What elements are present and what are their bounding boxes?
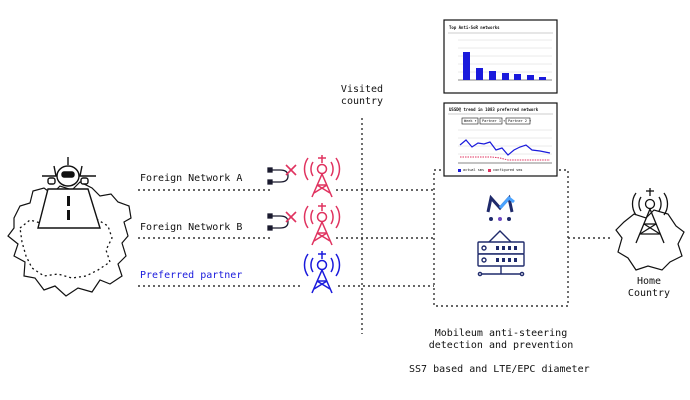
- preferred-partner-label: Preferred partner: [140, 270, 243, 281]
- legend-actual: actual sms: [463, 168, 485, 172]
- bottom-panel-btn-1: Week ▾: [464, 119, 477, 123]
- blocked-cable-icon-b: [267, 211, 297, 231]
- cell-tower-icon-b: [303, 203, 341, 246]
- home-cell-tower-icon: [631, 188, 669, 244]
- mobileum-line1: Mobileum anti-steering: [434, 328, 568, 339]
- bottom-panel-btn-2: Partner 1 ▾: [482, 119, 506, 123]
- cell-tower-icon-preferred: [303, 251, 341, 294]
- top-anti-sor-panel: [443, 19, 558, 94]
- ussd-trend-panel: [443, 102, 558, 177]
- home-country-label: Home Country: [619, 276, 679, 300]
- runway-icon: [37, 188, 101, 229]
- home-country-map: [615, 209, 685, 271]
- blocked-cable-icon-a: [267, 164, 297, 185]
- network-b-label: Foreign Network B: [140, 222, 243, 233]
- visited-country-label: Visited country: [330, 84, 394, 108]
- bottom-panel-btn-3: Partner 2 ▾: [508, 119, 532, 123]
- visited-country-line1: Visited: [340, 84, 384, 95]
- home-country-line2: Country: [627, 288, 671, 299]
- mobileum-line2: detection and prevention: [428, 340, 574, 351]
- legend-configured: configured sms: [493, 168, 523, 172]
- network-a-label: Foreign Network A: [140, 173, 243, 184]
- visited-country-map: [7, 181, 132, 297]
- cell-tower-icon-a: [303, 155, 341, 198]
- protocols-label: SS7 based and LTE/EPC diameter: [409, 364, 590, 375]
- bottom-panel-title: USSD@ trend in 1083 preferred network: [449, 107, 539, 112]
- airplane-icon: [42, 157, 96, 187]
- mobileum-box: [433, 169, 569, 307]
- server-icon: [477, 230, 525, 277]
- mobileum-logo-icon: [486, 194, 515, 221]
- home-country-line1: Home: [636, 276, 662, 287]
- visited-country-line2: country: [340, 96, 384, 107]
- mobileum-label: Mobileum anti-steering detection and pre…: [411, 328, 591, 352]
- top-panel-title: Top Anti-SoR networks: [449, 25, 500, 30]
